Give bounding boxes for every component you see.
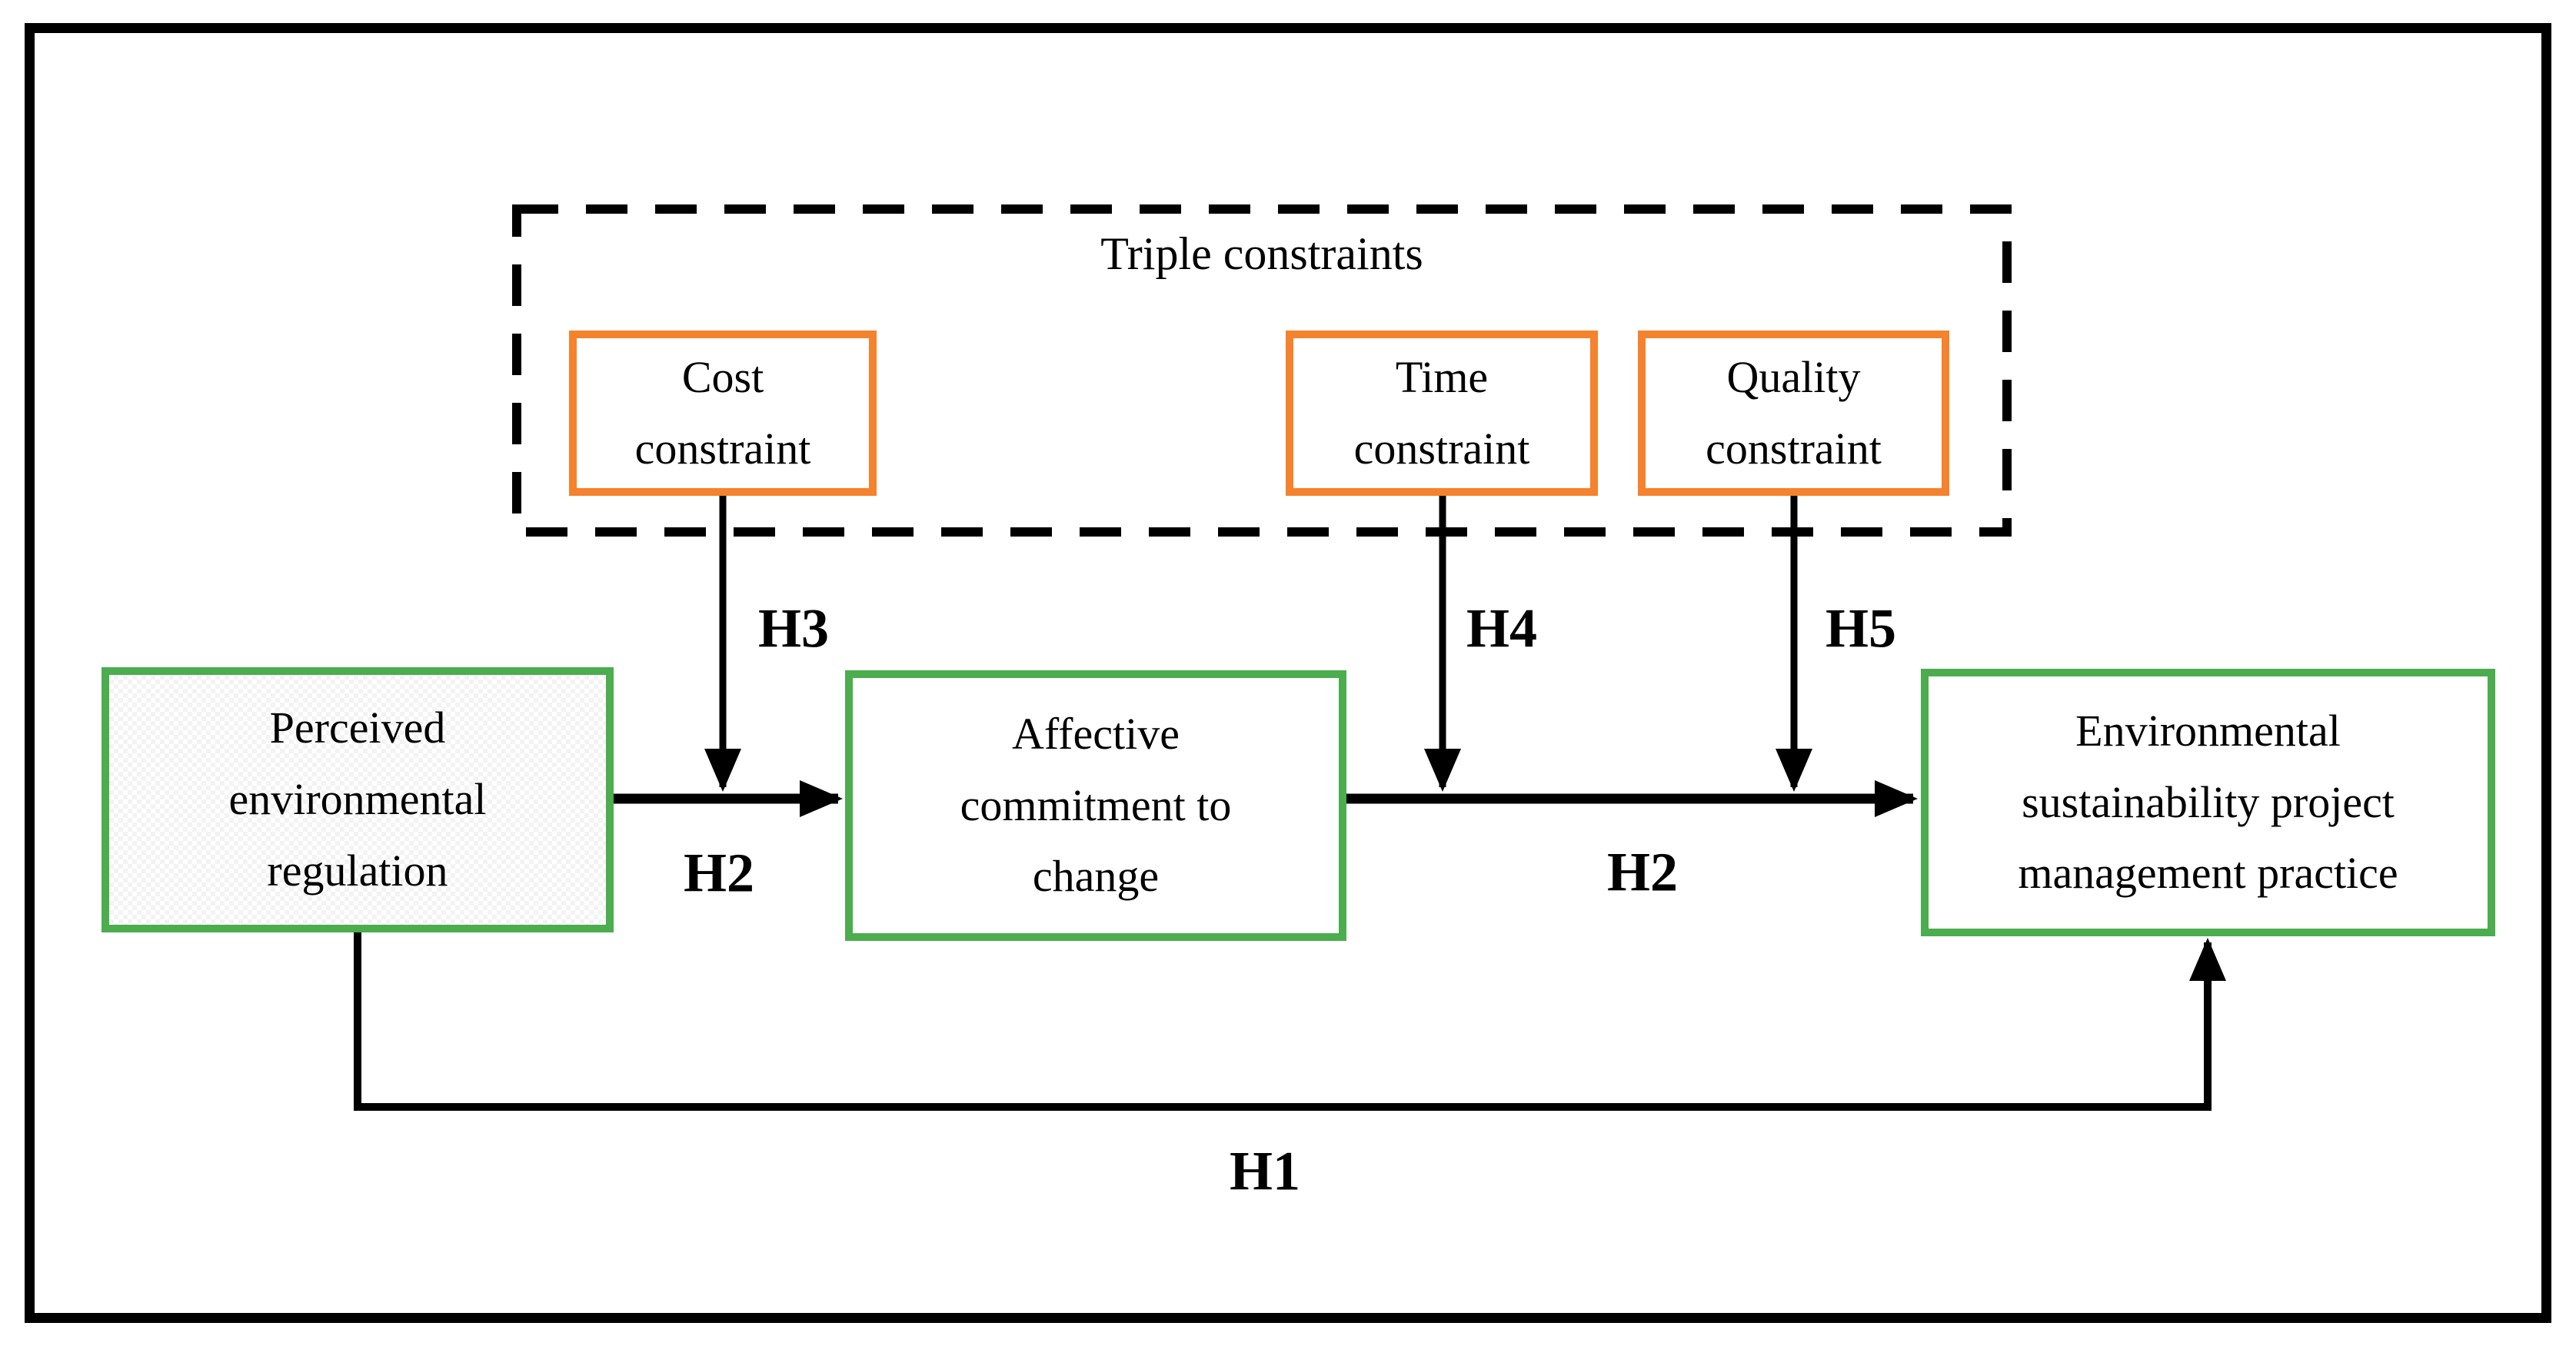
environmental-sustainability-box: Environmental sustainability project man… — [1921, 669, 2495, 936]
hypothesis-label-h5: H5 — [1825, 597, 1897, 660]
hypothesis-label-h1: H1 — [1229, 1140, 1301, 1202]
cost-constraint-label: Cost constraint — [634, 351, 811, 474]
affective-commitment-to-change-box: Affective commitment to change — [845, 670, 1346, 941]
time-constraint-label: Time constraint — [1353, 351, 1530, 474]
triple-constraints-title: Triple constraints — [1100, 228, 1423, 279]
time-constraint-box: Time constraint — [1286, 331, 1598, 496]
cost-constraint-box: Cost constraint — [569, 331, 877, 496]
hypothesis-label-h2-left: H2 — [683, 842, 755, 904]
hypothesis-label-h4: H4 — [1466, 597, 1538, 660]
quality-constraint-label: Quality constraint — [1706, 351, 1882, 474]
perceived-environmental-regulation-label: Perceived environmental regulation — [228, 703, 487, 896]
hypothesis-label-h3: H3 — [757, 597, 830, 660]
outer-frame — [25, 23, 2551, 1323]
affective-commitment-to-change-label: Affective commitment to change — [960, 708, 1232, 902]
perceived-environmental-regulation-box: Perceived environmental regulation — [102, 667, 614, 932]
quality-constraint-box: Quality constraint — [1638, 331, 1949, 496]
hypothesis-label-h2-right: H2 — [1606, 841, 1679, 903]
environmental-sustainability-label: Environmental sustainability project man… — [2018, 705, 2398, 899]
